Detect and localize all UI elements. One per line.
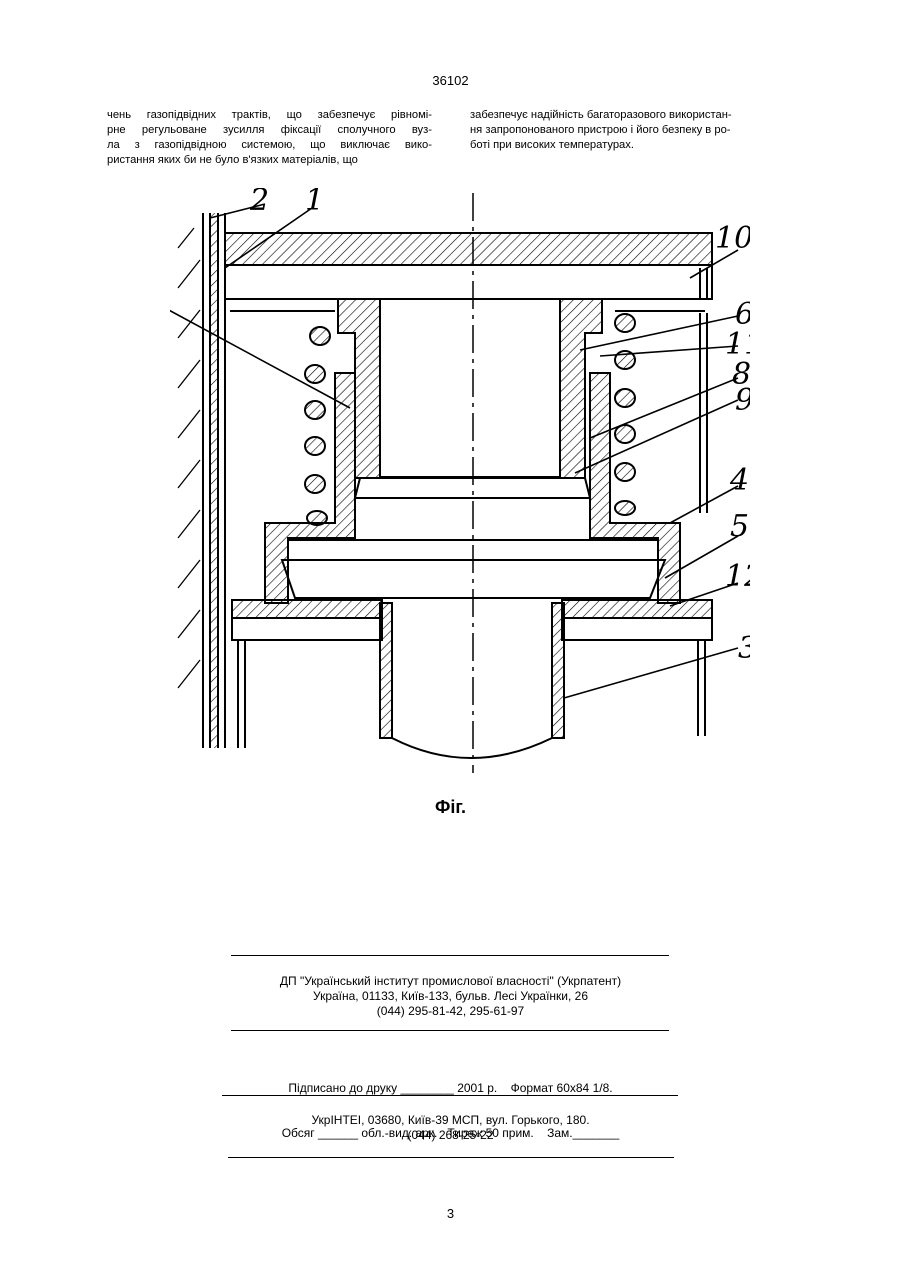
- text-column-right: забезпечує надійність багаторазового вик…: [470, 108, 795, 153]
- text-line: ристання яких би не було в'язких матеріа…: [107, 153, 432, 168]
- text-line: боті при високих температурах.: [470, 138, 795, 153]
- printer-line: (044) 268-25-22: [0, 1128, 901, 1143]
- text-line: ня запропонованого пристрою і його безпе…: [470, 123, 795, 138]
- divider: [231, 1030, 669, 1031]
- printer-line: УкрІНТЕІ, 03680, Київ-39 МСП, вул. Горьк…: [0, 1113, 901, 1128]
- label-9: 9: [735, 383, 750, 418]
- divider: [231, 955, 669, 956]
- publisher-line: ДП "Український інститут промислової вла…: [0, 974, 901, 989]
- publisher-info: ДП "Український інститут промислової вла…: [0, 974, 901, 1019]
- publisher-line: (044) 295-81-42, 295-61-97: [0, 1004, 901, 1019]
- text-line: ла з газопідвідною системою, що виключає…: [107, 138, 432, 153]
- label-12: 12: [725, 559, 750, 594]
- label-2: 2: [249, 188, 269, 218]
- publisher-line: Україна, 01133, Київ-133, бульв. Лесі Ук…: [0, 989, 901, 1004]
- printer-info: УкрІНТЕІ, 03680, Київ-39 МСП, вул. Горьк…: [0, 1113, 901, 1143]
- label-4: 4: [729, 463, 749, 498]
- page-number: 3: [0, 1206, 901, 1221]
- document-number: 36102: [0, 73, 901, 88]
- print-line: Підписано до друку ________ 2001 р. Форм…: [0, 1081, 901, 1096]
- text-line: рне регульоване зусилля фіксації сполучн…: [107, 123, 432, 138]
- label-5: 5: [730, 509, 749, 544]
- divider: [222, 1095, 678, 1096]
- technical-drawing: 2 1 10 7 6 11 8 9 4 5 12 3: [170, 188, 750, 778]
- divider: [228, 1157, 674, 1158]
- figure-caption: Фіг.: [0, 797, 901, 818]
- text-line: забезпечує надійність багаторазового вик…: [470, 108, 795, 123]
- label-1: 1: [305, 188, 324, 218]
- text-column-left: чень газопідвідних трактів, що забезпечу…: [107, 108, 432, 168]
- wall-hatch: [178, 228, 200, 688]
- label-10: 10: [715, 221, 750, 256]
- text-line: чень газопідвідних трактів, що забезпечу…: [107, 108, 432, 123]
- label-3: 3: [738, 631, 750, 666]
